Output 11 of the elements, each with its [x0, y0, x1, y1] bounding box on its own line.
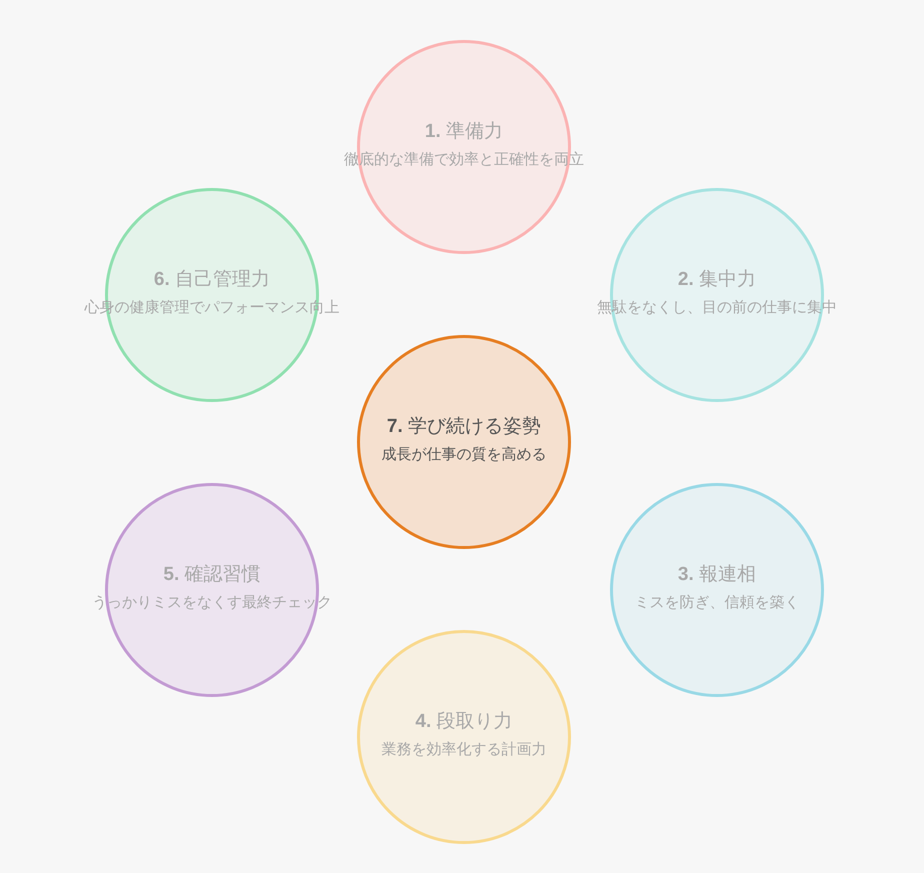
circle-title: 4. 段取り力 [415, 710, 513, 734]
circle-caption: ミスを防ぎ、信頼を築く [634, 593, 800, 612]
circle-caption: うっかりミスをなくす最終チェック [92, 593, 332, 612]
circle-title: 1. 準備力 [424, 120, 504, 144]
circle-title: 3. 報連相 [678, 563, 756, 587]
circle-caption: 業務を効率化する計画力 [382, 740, 546, 759]
circle-title: 2. 集中力 [678, 268, 756, 292]
circle-title: 5. 確認習慣 [163, 563, 261, 587]
circle-caption: 成長が仕事の質を高める [382, 445, 546, 464]
circle-title: 6. 自己管理力 [154, 268, 270, 292]
circle-title: 7. 学び続ける姿勢 [386, 415, 542, 439]
